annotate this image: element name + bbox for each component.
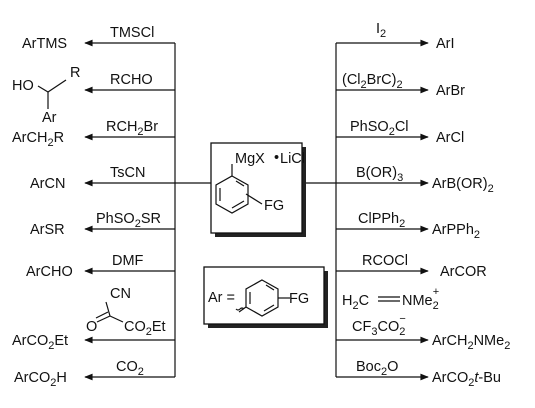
legend-benzene-ring [245, 279, 279, 317]
product-ari: ArI [436, 36, 455, 52]
benzene-ring [215, 175, 249, 214]
product-arch2nme2: ArCH2NMe2 [432, 333, 510, 352]
reagent-clpph2: ClPPh2 [358, 211, 405, 230]
product-arcl: ArCl [436, 130, 464, 146]
reagent-cyanoformate: CN O CO2Et [86, 286, 166, 338]
iminium-nme2: NMe2+ [402, 286, 439, 312]
iminium-h2c: H2C [342, 293, 369, 312]
attachment-bond [238, 306, 247, 313]
reagent-i2: I2 [376, 21, 386, 40]
reagent-dmf: DMF [112, 253, 144, 269]
product-arco2tbu: ArCO2t-Bu [432, 370, 501, 389]
left-arrows [84, 39, 175, 381]
reagent-boc2o: Boc2O [356, 359, 398, 378]
reagent-tmscl: TMSCl [110, 25, 154, 41]
alcohol-oh: HO [12, 78, 34, 94]
cyano-label: CN [110, 286, 131, 302]
alcohol-ar: Ar [42, 110, 57, 126]
reagent-rcocl: RCOCl [362, 253, 408, 269]
product-arco2h: ArCO2H [14, 370, 67, 389]
reagent-bor3: B(OR)3 [356, 165, 403, 184]
dot-separator: • [274, 150, 279, 166]
reagent-co2: CO2 [116, 359, 144, 378]
grignard-label: MgX [235, 151, 265, 167]
reagent-iminium-salt: H2C NMe2+ CF3CO2− [342, 286, 439, 338]
counterion-cf3co2: CF3CO2− [352, 313, 406, 338]
fg-label: FG [264, 198, 284, 214]
licl-label: LiCl [280, 151, 305, 167]
right-arrows [336, 39, 429, 381]
center-grignard-box: MgX • LiCl FG [210, 142, 306, 237]
product-arco2et: ArCO2Et [12, 333, 68, 352]
reagent-phso2sr: PhSO2SR [96, 211, 161, 230]
reagent-cl2brc2: (Cl2BrC)2 [342, 72, 403, 91]
wavy-attachment [235, 307, 245, 311]
product-arcor: ArCOR [440, 264, 487, 280]
reagent-tscn: TsCN [110, 165, 145, 181]
product-arpph2: ArPPh2 [432, 222, 480, 241]
ester-co2et: CO2Et [124, 319, 166, 338]
product-arcn: ArCN [30, 176, 65, 192]
product-archo: ArCHO [26, 264, 73, 280]
carbonyl-o: O [86, 319, 97, 335]
reagent-phso2cl: PhSO2Cl [350, 119, 409, 138]
product-secondary-alcohol: HO R Ar [12, 65, 80, 126]
alcohol-r: R [70, 65, 80, 81]
product-artms: ArTMS [22, 36, 67, 52]
product-arch2r: ArCH2R [12, 130, 64, 149]
product-arsr: ArSR [30, 222, 65, 238]
legend-fg-label: FG [289, 291, 309, 307]
ar-equals-label: Ar = [208, 290, 235, 306]
product-arbor2: ArB(OR)2 [432, 176, 494, 195]
ar-definition-box: Ar = FG [203, 266, 328, 328]
reagent-rch2br: RCH2Br [106, 119, 158, 138]
fg-bond [245, 193, 263, 205]
reagent-rcho: RCHO [110, 72, 153, 88]
product-arbr: ArBr [436, 83, 465, 99]
